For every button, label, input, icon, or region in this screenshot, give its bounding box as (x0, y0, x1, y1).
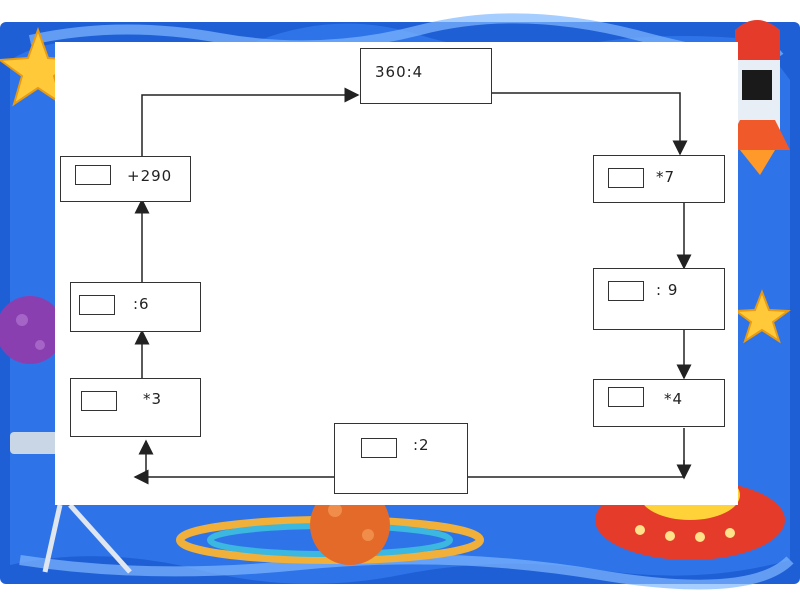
telescope-icon (10, 432, 132, 574)
operation-label: :2 (413, 436, 430, 454)
node-mul4: *4 (593, 379, 725, 427)
answer-box[interactable] (79, 295, 115, 315)
operation-label: :6 (133, 295, 150, 313)
answer-box[interactable] (608, 387, 644, 407)
ringed-planet-icon (176, 485, 484, 565)
node-mul7: *7 (593, 155, 725, 203)
node-div9: : 9 (593, 268, 725, 330)
node-div2: :2 (334, 423, 468, 494)
node-add290: +290 (60, 156, 191, 202)
operation-label: *3 (143, 390, 163, 408)
node-div6: :6 (70, 282, 201, 332)
node-mul3: *3 (70, 378, 201, 437)
answer-box[interactable] (81, 391, 117, 411)
start-expression: 360:4 (375, 63, 424, 81)
operation-label: : 9 (656, 281, 679, 299)
operation-label: *7 (656, 168, 676, 186)
planet-icon (0, 296, 64, 364)
answer-box[interactable] (75, 165, 111, 185)
rocket-icon (725, 20, 790, 175)
operation-label: *4 (664, 390, 684, 408)
operation-label: +290 (127, 167, 173, 185)
start-node: 360:4 (360, 48, 492, 104)
answer-box[interactable] (608, 281, 644, 301)
star-icon (733, 289, 791, 344)
answer-box[interactable] (608, 168, 644, 188)
answer-box[interactable] (361, 438, 397, 458)
